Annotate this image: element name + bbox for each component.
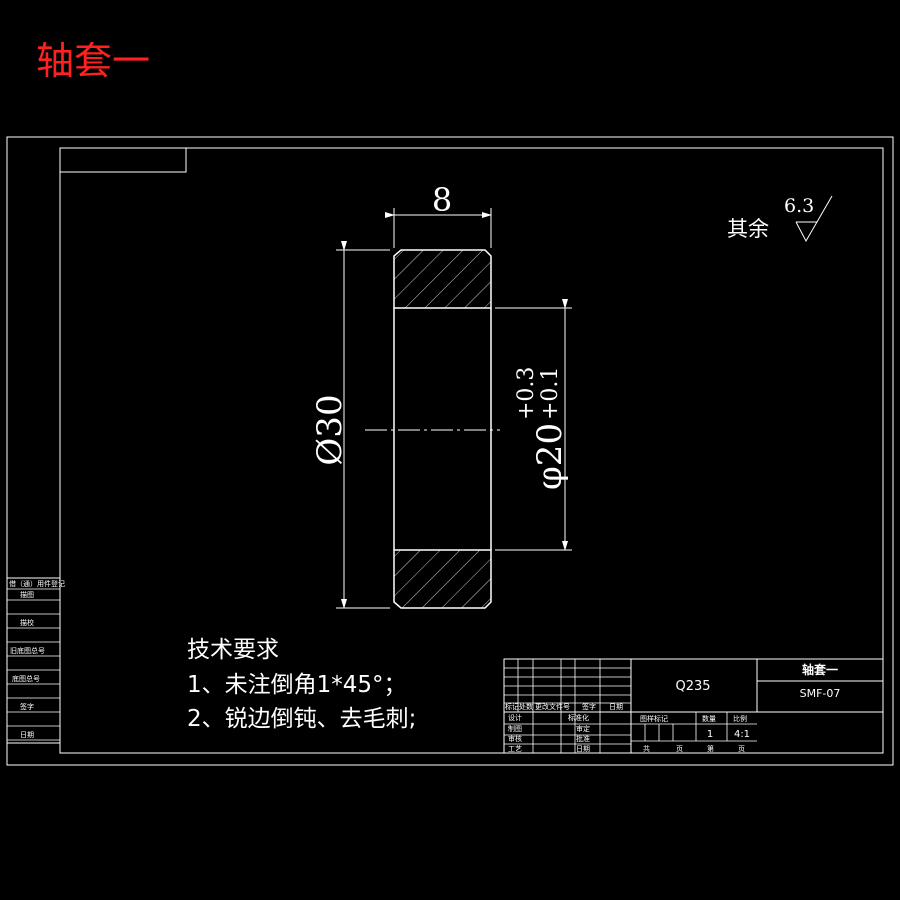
approval-label: 日期 — [576, 745, 590, 753]
quantity-value: 1 — [707, 729, 713, 740]
qty-label: 数量 — [702, 714, 716, 723]
title-block: 标记 处数 更改文件号 签字 日期 设计 制图 审核 工艺 标准化 审定 批准 … — [503, 658, 884, 754]
side-label: 旧底图总号 — [10, 646, 45, 655]
tech-req-title: 技术要求 — [187, 637, 279, 663]
scale-value: 4:1 — [734, 729, 750, 740]
side-label: 描校 — [20, 618, 34, 627]
roughness-symbol-icon — [795, 195, 833, 243]
rev-label: 处数 — [519, 702, 533, 711]
sheet-label: 页 — [676, 745, 683, 753]
rev-label: 签字 — [582, 702, 596, 711]
roughness-prefix: 其余 — [727, 217, 769, 241]
approval-label: 批准 — [576, 734, 590, 743]
inner-dia-dim-text: φ20 — [530, 423, 570, 490]
drawing-number-text: SMF-07 — [800, 687, 841, 700]
outer-frame — [6, 136, 894, 766]
staff-label: 工艺 — [508, 745, 522, 753]
tech-req-item: 2、锐边倒钝、去毛刺; — [187, 706, 416, 732]
staff-label: 设计 — [508, 713, 522, 722]
part-name-text: 轴套一 — [802, 662, 838, 677]
side-label: 日期 — [20, 731, 34, 739]
stage-label: 图样标记 — [640, 714, 668, 723]
approval-label: 审定 — [576, 724, 590, 733]
side-label: 底图总号 — [12, 674, 40, 683]
side-label: 描图 — [20, 590, 34, 599]
rev-label: 更改文件号 — [535, 702, 570, 711]
sheet-label: 共 — [643, 744, 650, 753]
section-bottom — [393, 549, 492, 609]
section-top — [393, 249, 492, 309]
drawing-code-box — [59, 147, 187, 173]
inner-dia-upper-tol: +0.3 — [514, 367, 539, 420]
staff-label: 审核 — [508, 734, 522, 743]
drawing-heading: 轴套一 — [36, 39, 150, 83]
inner-dia-dim-group: φ20 +0.3 +0.1 — [514, 367, 570, 490]
staff-label: 制图 — [508, 724, 522, 733]
approval-label: 标准化 — [568, 713, 589, 722]
inner-frame — [59, 147, 884, 754]
inner-dia-lower-tol: +0.1 — [538, 367, 563, 420]
roughness-value: 6.3 — [784, 195, 814, 217]
outer-dia-dim-text: Ø30 — [310, 394, 350, 465]
sheet-label: 页 — [738, 745, 745, 753]
rev-label: 日期 — [609, 703, 623, 711]
rev-label: 标记 — [505, 702, 519, 711]
width-dim-text: 8 — [432, 181, 452, 219]
side-block: 借（通）用件登记 描图 描校 旧底图总号 底图总号 签字 日期 — [6, 577, 65, 744]
material-text: Q235 — [675, 679, 710, 694]
sheet-label: 第 — [707, 744, 714, 753]
tech-req-item: 1、未注倒角1*45°； — [187, 672, 407, 698]
side-label: 借（通）用件登记 — [9, 579, 65, 588]
scale-label: 比例 — [733, 714, 747, 723]
side-label: 签字 — [20, 702, 34, 711]
